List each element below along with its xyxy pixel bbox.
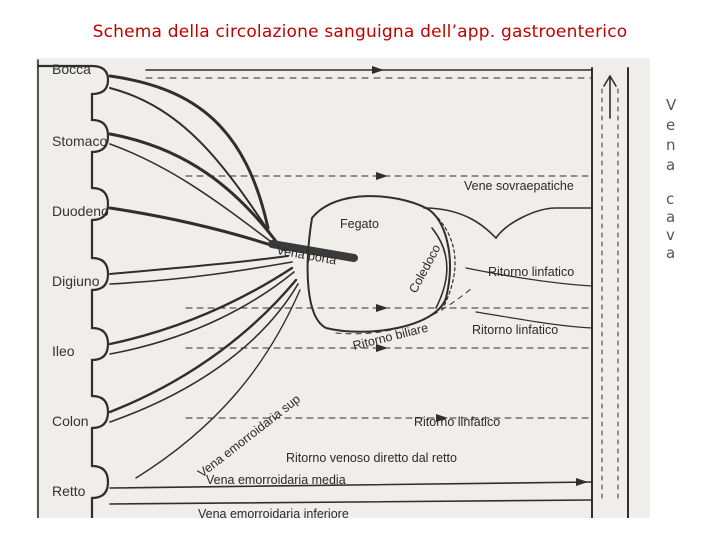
vena-cava-vessel [591,67,629,518]
vena-cava-letter: n [666,136,676,154]
page-title: Schema della circolazione sanguigna dell… [92,22,628,42]
label-ritorno-linfatico-3: Ritorno linfatico [414,415,500,429]
label-ritorno-venoso-retto: Ritorno venoso diretto dal retto [286,451,457,465]
label-vena-emorroidaria-media: Vena emorroidaria media [206,473,346,487]
label-ritorno-linfatico-1: Ritorno linfatico [488,265,574,279]
organ-label-stomaco: Stomaco [52,133,107,149]
vena-cava-letter: a [666,156,675,174]
diagram-drawing: Bocca Stomaco Duodeno Digiuno Ileo Colon… [36,59,629,518]
vena-cava-letter: V [666,96,677,114]
organ-label-ileo: Ileo [52,343,75,359]
organ-label-colon: Colon [52,413,89,429]
organ-label-duodeno: Duodeno [52,203,109,219]
vena-porta-vessel [268,240,358,262]
label-vena-emorroidaria-sup: Vena emorroidaria sup [195,392,303,480]
label-ritorno-linfatico-2: Ritorno linfatico [472,323,558,337]
label-fegato: Fegato [340,217,379,231]
label-vena-emorroidaria-inferiore: Vena emorroidaria inferiore [198,507,349,518]
vena-cava-letter: c [666,190,674,208]
organ-label-bocca: Bocca [52,61,91,77]
vena-cava-letter: e [666,116,675,134]
label-coledoco: Coledoco [406,242,443,295]
liver-outline [306,195,451,333]
circulation-diagram: Bocca Stomaco Duodeno Digiuno Ileo Colon… [36,58,650,518]
organ-label-digiuno: Digiuno [52,273,100,289]
organ-label-retto: Retto [52,483,86,499]
vena-cava-letter: a [666,244,675,262]
vena-cava-letter: a [666,208,675,226]
vena-cava-letter: v [666,226,675,244]
label-vene-sovraepatiche: Vene sovraepatiche [464,179,574,193]
organ-outline [36,64,110,518]
